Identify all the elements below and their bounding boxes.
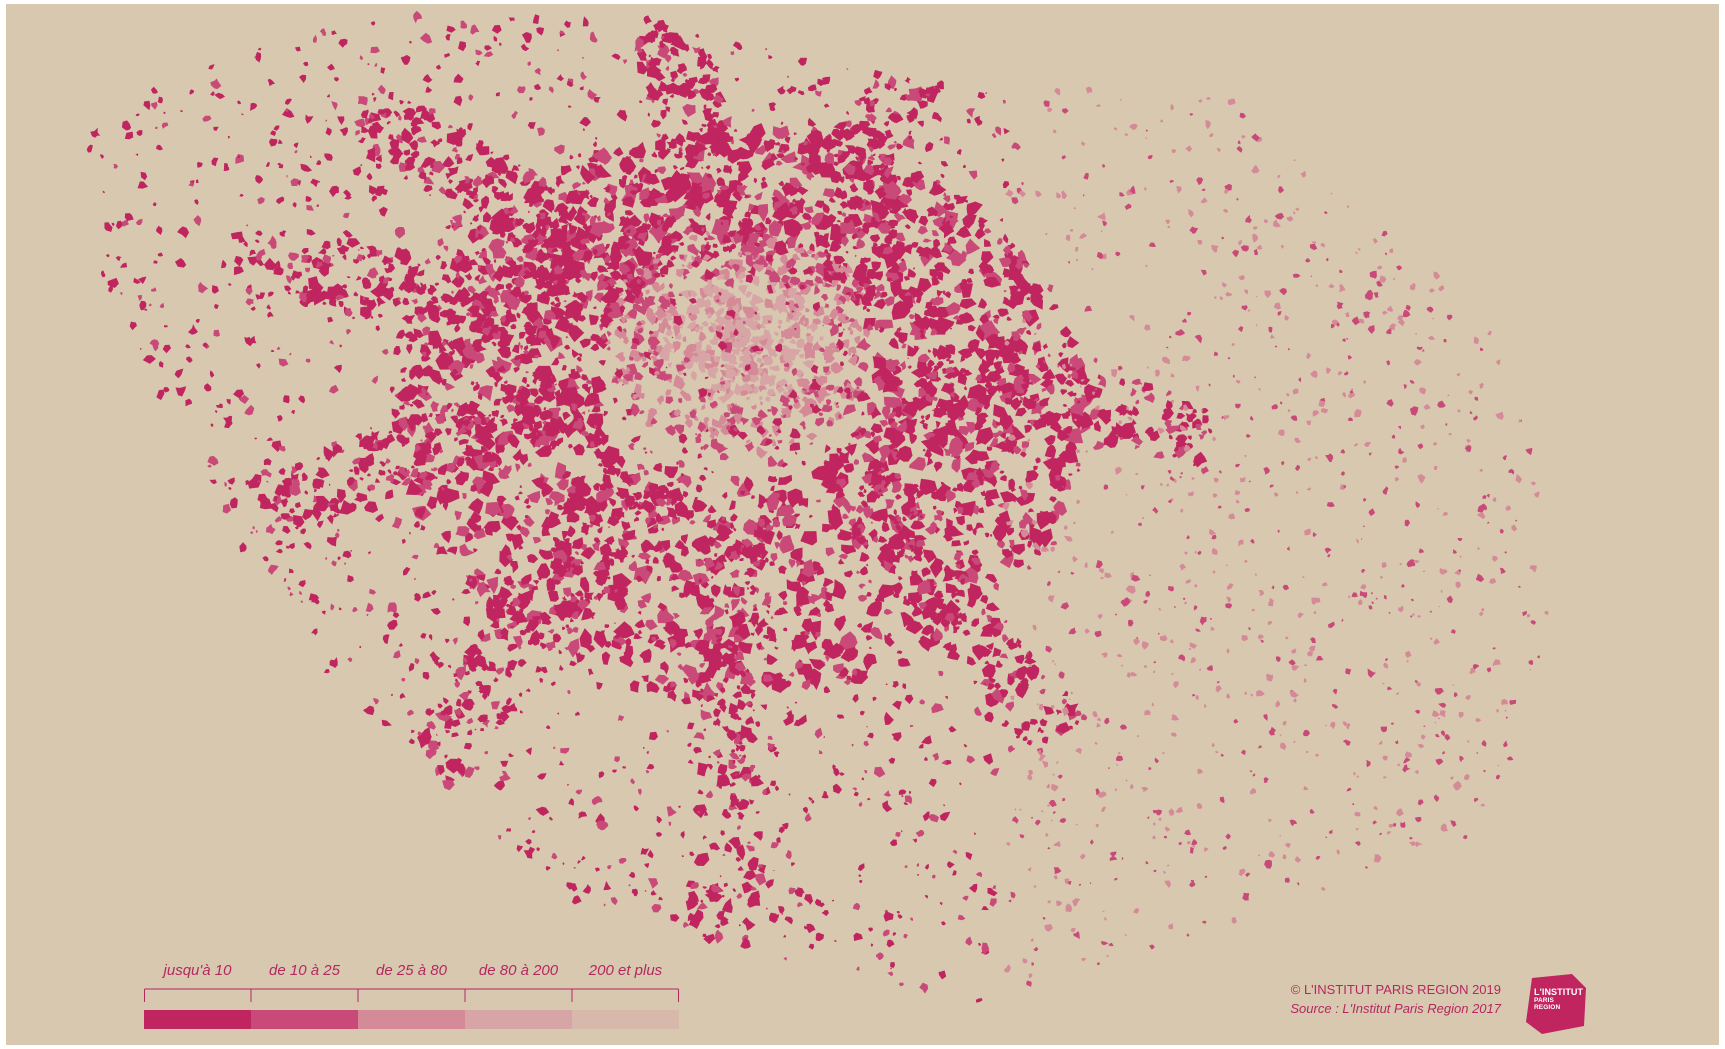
- logo-badge-icon: [1526, 974, 1586, 1034]
- legend-swatch-1: [144, 1010, 251, 1029]
- institut-logo[interactable]: L'INSTITUT PARIS REGION: [1526, 974, 1586, 1034]
- legend: jusqu'à 10 de 10 à 25 de 25 à 80 de 80 à…: [144, 962, 679, 1032]
- credits: © L'INSTITUT PARIS REGION 2019 Source : …: [1290, 980, 1501, 1018]
- source-text: Source : L'Institut Paris Region 2017: [1290, 1001, 1501, 1016]
- map-frame: jusqu'à 10 de 10 à 25 de 25 à 80 de 80 à…: [6, 4, 1719, 1045]
- legend-swatch-2: [251, 1010, 358, 1029]
- legend-swatch-3: [358, 1010, 465, 1029]
- legend-swatch-4: [465, 1010, 572, 1029]
- legend-label-4: de 80 à 200: [478, 962, 559, 979]
- legend-label-2: de 10 à 25: [269, 962, 340, 979]
- logo-line-2: PARIS: [1534, 997, 1554, 1004]
- copyright-text: © L'INSTITUT PARIS REGION 2019: [1290, 982, 1501, 997]
- density-map[interactable]: [6, 4, 1719, 1045]
- legend-label-3: de 25 à 80: [376, 962, 447, 979]
- legend-label-1: jusqu'à 10: [163, 962, 232, 979]
- legend-swatch-5: [572, 1010, 679, 1029]
- legend-bracket: [144, 988, 679, 1002]
- legend-label-5: 200 et plus: [588, 962, 663, 979]
- logo-line-3: REGION: [1534, 1004, 1561, 1011]
- logo-text: L'INSTITUT PARIS REGION: [1534, 987, 1583, 1011]
- logo-line-1: L'INSTITUT: [1534, 987, 1584, 997]
